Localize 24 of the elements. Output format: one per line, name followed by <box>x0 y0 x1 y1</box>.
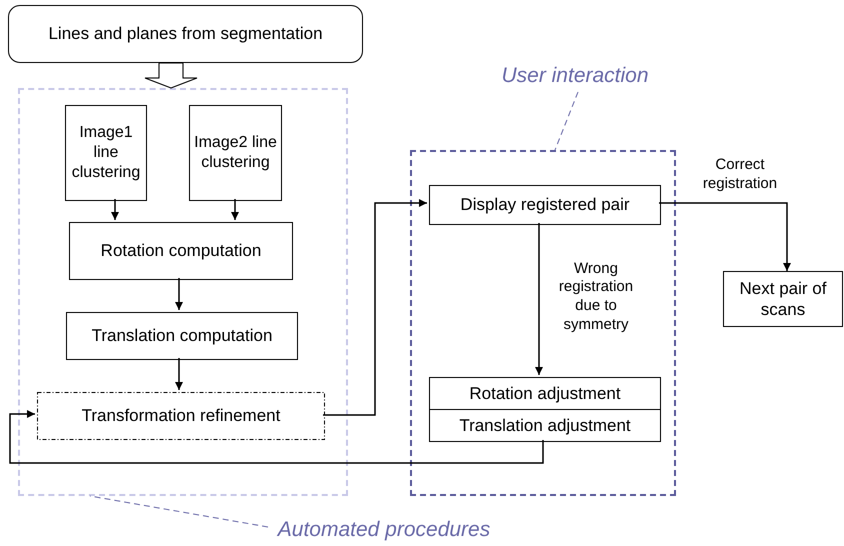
arrow <box>9 410 544 464</box>
arrow <box>231 199 239 220</box>
leader-line <box>90 496 268 528</box>
process-box: Next pair of scans <box>723 271 843 327</box>
group-label: User interaction <box>501 63 649 90</box>
group-label: Automated procedures <box>278 517 490 544</box>
arrow <box>323 199 427 416</box>
process-box: Image1 line clustering <box>65 105 147 201</box>
arrow <box>175 278 183 310</box>
leader-line <box>554 92 578 150</box>
arrow <box>659 202 791 271</box>
arrow <box>111 199 119 220</box>
block-arrow <box>144 62 198 89</box>
process-box: Translation adjustment <box>429 409 661 442</box>
process-box: Display registered pair <box>429 185 661 225</box>
group-frame <box>18 88 348 496</box>
process-box: Image2 line clustering <box>189 105 282 201</box>
process-box: Transformation refinement <box>37 392 325 440</box>
process-box: Rotation computation <box>69 222 293 280</box>
arrow <box>175 358 183 390</box>
start-box: Lines and planes from segmentation <box>8 5 363 63</box>
arrow <box>535 223 543 375</box>
process-box: Translation computation <box>66 312 298 360</box>
process-box: Rotation adjustment <box>429 377 661 410</box>
